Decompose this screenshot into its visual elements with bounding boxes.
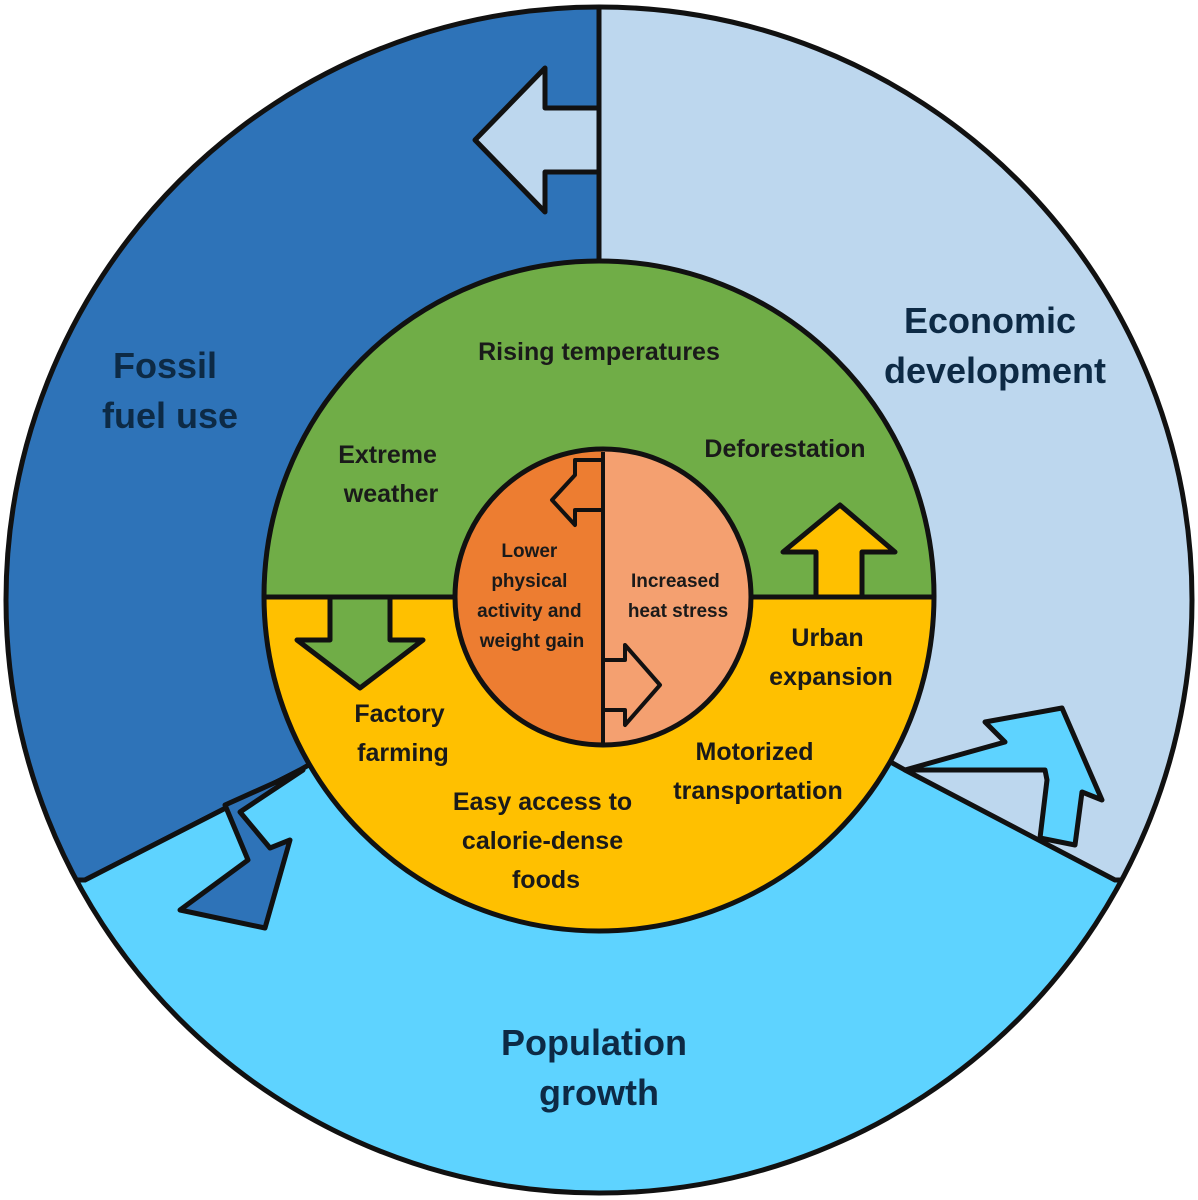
down-arrow-icon <box>294 594 426 691</box>
extreme-weather-label: Extreme weather <box>338 441 444 508</box>
easy-access-label: Easy access to calorie-dense foods <box>453 788 639 894</box>
economic-line-2: development <box>884 350 1106 391</box>
heat-line-1: Increased <box>631 571 720 592</box>
extreme-line-2: weather <box>343 480 439 508</box>
core-left-arrow-icon <box>550 458 605 527</box>
economic-line-1: Economic <box>904 300 1076 341</box>
deforestation-line-1: Deforestation <box>704 435 865 463</box>
heat-line-2: heat stress <box>628 601 728 622</box>
easy-line-3: foods <box>512 866 580 894</box>
down-right-arrow-icon <box>177 767 306 931</box>
lower-activity-label: Lower physical activity and weight gain <box>477 541 587 652</box>
core-right-arrow-icon <box>601 643 662 727</box>
factory-line-2: farming <box>357 739 449 767</box>
lower-line-1: Lower <box>501 541 558 562</box>
factory-line-1: Factory <box>354 700 444 728</box>
population-growth-label: Population growth <box>501 1022 697 1113</box>
motorized-line-1: Motorized <box>696 738 814 766</box>
motorized-line-2: transportation <box>673 777 842 805</box>
left-arrow-top-icon <box>472 65 602 215</box>
middle-border <box>261 258 937 934</box>
fossil-fuel-label: Fossil fuel use <box>102 345 238 436</box>
easy-line-2: calorie-dense <box>462 827 623 855</box>
lower-line-4: weight gain <box>479 631 585 652</box>
heat-stress-label: Increased heat stress <box>628 571 728 622</box>
population-line-1: Population <box>501 1022 687 1063</box>
fossil-line-1: Fossil <box>113 345 217 386</box>
motorized-transportation-label: Motorized transportation <box>673 738 842 805</box>
up-arrow-icon <box>780 502 898 600</box>
inner-border <box>452 446 754 748</box>
fossil-line-2: fuel use <box>102 395 238 436</box>
rising-line-1: Rising temperatures <box>478 338 720 366</box>
urban-line-2: expansion <box>769 663 893 691</box>
deforestation-label: Deforestation <box>704 435 865 463</box>
outer-border <box>3 4 1195 1196</box>
population-line-2: growth <box>539 1072 659 1113</box>
extreme-line-1: Extreme <box>338 441 437 469</box>
economic-development-label: Economic development <box>884 300 1106 391</box>
factory-farming-label: Factory farming <box>354 700 451 767</box>
rising-temperatures-label: Rising temperatures <box>478 338 720 366</box>
lower-line-3: activity and <box>477 601 582 622</box>
urban-line-1: Urban <box>791 624 863 652</box>
urban-expansion-label: Urban expansion <box>769 624 893 691</box>
lower-line-2: physical <box>491 571 567 592</box>
up-right-arrow-icon <box>902 705 1105 848</box>
easy-line-1: Easy access to <box>453 788 632 816</box>
